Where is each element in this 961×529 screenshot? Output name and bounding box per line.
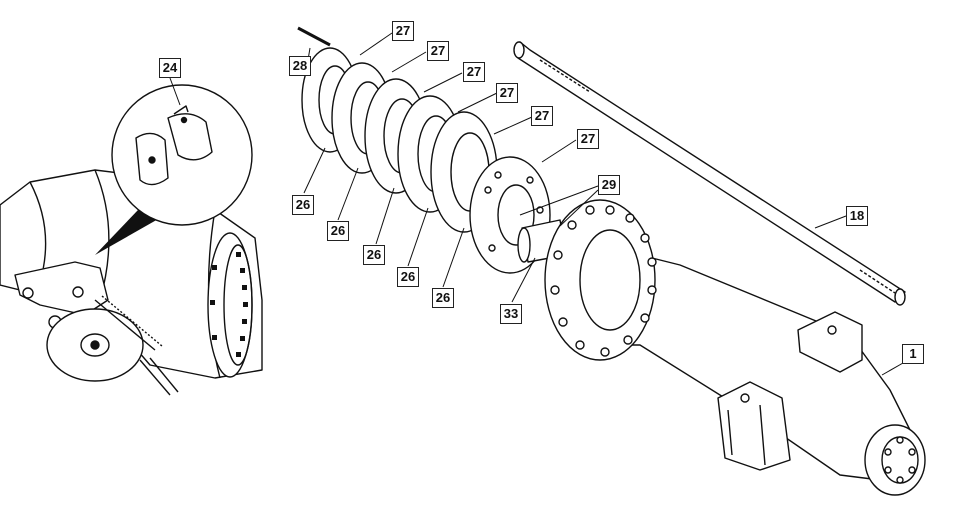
callout-27: 27: [577, 129, 599, 149]
callout-27: 27: [427, 41, 449, 61]
callout-26: 26: [432, 288, 454, 308]
callout-27: 27: [496, 83, 518, 103]
callout-24: 24: [159, 58, 181, 78]
axle-housing-illustration: [544, 199, 926, 496]
callout-27: 27: [392, 21, 414, 41]
leader-lines: [169, 32, 904, 376]
axle-shaft-illustration: [513, 41, 906, 306]
callout-26: 26: [292, 195, 314, 215]
callout-29: 29: [598, 175, 620, 195]
callout-26: 26: [327, 221, 349, 241]
callout-18: 18: [846, 206, 868, 226]
callout-27: 27: [531, 106, 553, 126]
callout-1: 1: [902, 344, 924, 364]
hub-flange-bolt-holes: [550, 205, 657, 357]
callout-33: 33: [500, 304, 522, 324]
callout-26: 26: [363, 245, 385, 265]
callout-27: 27: [463, 62, 485, 82]
callout-28: 28: [289, 56, 311, 76]
detail-magnifier: [95, 84, 253, 255]
flange-bolts: [210, 252, 248, 357]
callout-26: 26: [397, 267, 419, 287]
disc-pack-illustration: [297, 26, 567, 274]
